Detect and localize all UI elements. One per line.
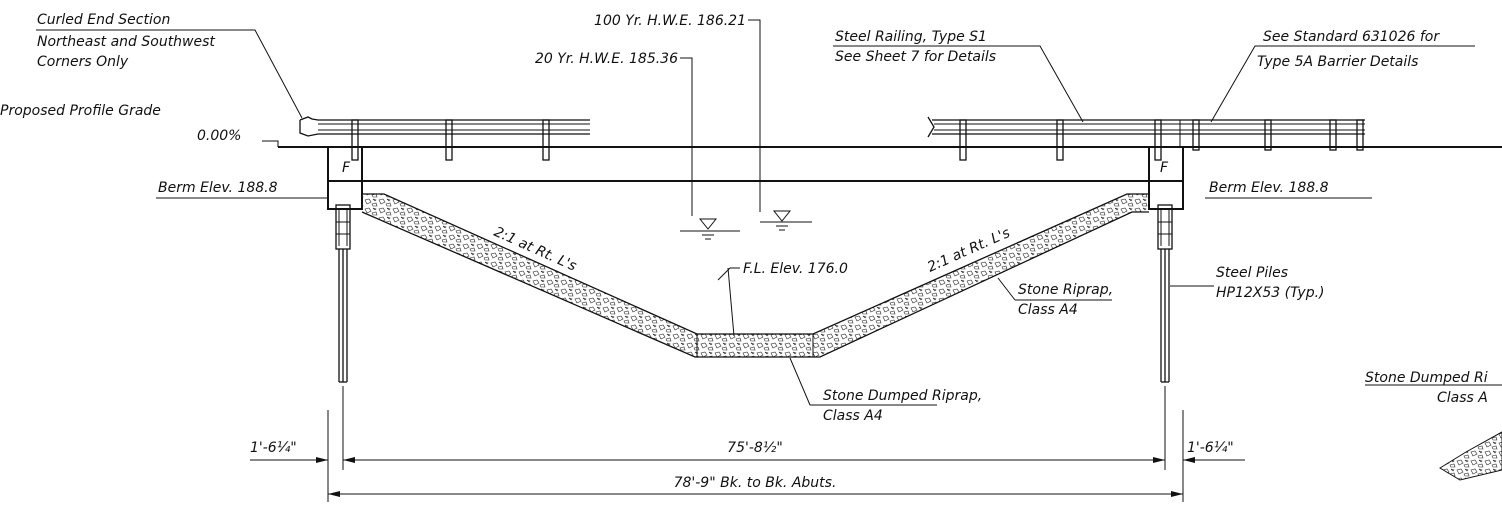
dumped-riprap-label-2: Class A4: [823, 408, 883, 424]
piles-label-2: HP12X53 (Typ.): [1216, 285, 1325, 301]
flowline-label: F.L. Elev. 176.0: [743, 261, 848, 277]
dumped-riprap-label-1: Stone Dumped Riprap,: [823, 388, 982, 404]
grade-percent-label: 0.00%: [197, 128, 241, 144]
curled-end-label-2: Northeast and Southwest: [37, 34, 215, 50]
steel-pile-left: [338, 249, 348, 383]
riprap-label-2: Class A4: [1018, 302, 1078, 318]
hwe-20-label: 20 Yr. H.W.E. 185.36: [535, 51, 678, 67]
riprap-label-1: Stone Riprap,: [1018, 282, 1113, 298]
dimension-clear-span: 75'-8½": [727, 440, 783, 456]
dumped-riprap-cut-label-2: Class A: [1437, 390, 1488, 406]
dumped-riprap-cut-label-1: Stone Dumped Ri: [1365, 370, 1488, 386]
dimension-lines: [250, 386, 1245, 502]
channel-riprap: [361, 193, 1149, 358]
bridge-deck: [278, 146, 1502, 182]
abutment-right: [1148, 146, 1184, 250]
berm-elevation-left: Berm Elev. 188.8: [158, 180, 278, 196]
fixed-bearing-left: F: [342, 160, 351, 176]
standard-label-2: Type 5A Barrier Details: [1257, 54, 1418, 70]
dimension-overall: 78'-9" Bk. to Bk. Abuts.: [674, 475, 837, 491]
standard-label-1: See Standard 631026 for: [1263, 29, 1440, 45]
berm-elevation-right: Berm Elev. 188.8: [1209, 180, 1329, 196]
railing-right: [927, 116, 1365, 161]
curled-end-label-3: Corners Only: [37, 54, 129, 70]
partial-riprap-detail: [1439, 431, 1502, 481]
annotations: Curled End Section Northeast and Southwe…: [0, 12, 1488, 491]
hwe-100-label: 100 Yr. H.W.E. 186.21: [594, 13, 746, 29]
profile-grade-label: Proposed Profile Grade: [0, 103, 161, 119]
railing-label-2: See Sheet 7 for Details: [835, 49, 996, 65]
dimension-right-offset: 1'-6¼": [1187, 440, 1234, 456]
water-level-100yr: [760, 210, 812, 231]
curled-end-label-1: Curled End Section: [37, 12, 170, 28]
leader-lines: [36, 19, 1502, 406]
dimension-left-offset: 1'-6¼": [250, 440, 297, 456]
fixed-bearing-right: F: [1160, 160, 1169, 176]
steel-pile-right: [1160, 249, 1170, 383]
piles-label-1: Steel Piles: [1216, 265, 1288, 281]
water-level-20yr: [680, 218, 740, 240]
railing-label-1: Steel Railing, Type S1: [835, 29, 987, 45]
railing-left: [299, 116, 590, 161]
